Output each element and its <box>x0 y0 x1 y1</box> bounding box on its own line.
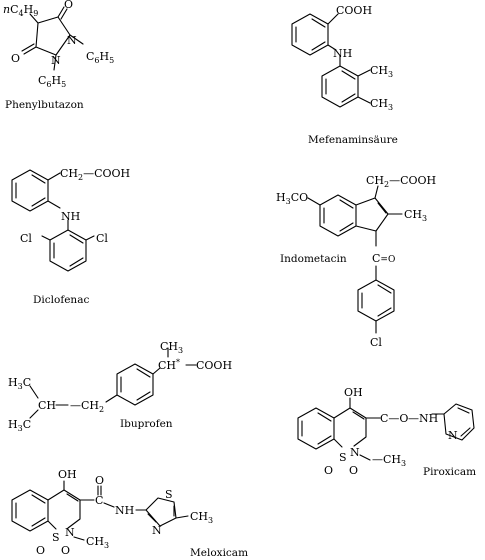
diclofenac-nh-label: NH <box>61 210 80 223</box>
mefenamin-ch3b-label: CH3 <box>370 97 393 112</box>
piroxicam-pyridine <box>443 403 475 441</box>
ibuprofen-cooh-label: COOH <box>196 359 232 372</box>
piroxicam-npy-label: N <box>448 429 458 442</box>
ibuprofen-ring <box>116 363 154 406</box>
phenylbutazon-co-top-bond <box>57 6 65 18</box>
indometacin-co-label: C=O <box>372 252 395 265</box>
indometacin-chain-label: CH2—COOH <box>366 174 436 189</box>
meloxicam-ch3a-label: CH3 <box>190 510 213 525</box>
piroxicam-nh-label: —NH <box>408 412 438 425</box>
meloxicam-structure: OH C O NH S N CH3 N S O O CH3 Meloxicam <box>11 468 248 559</box>
ibuprofen-ch3-label: CH3 <box>160 340 183 355</box>
phenylbutazon-structure: nC4H9 O O N N C6H5 C6H5 Phenylbutazon <box>3 0 114 111</box>
piroxicam-thiazine <box>333 407 367 447</box>
meloxicam-thiazole <box>145 497 177 527</box>
indometacin-ch3-label: CH3 <box>404 208 427 223</box>
meloxicam-o-right-label: O <box>61 544 70 557</box>
indometacin-benzene <box>319 194 357 237</box>
piroxicam-oh-label: OH <box>344 386 363 399</box>
meloxicam-o-label: O <box>95 474 104 487</box>
ibuprofen-h3c-top-label: H3C <box>8 376 31 391</box>
ibuprofen-h3c-bottom-label: H3C <box>8 418 31 433</box>
phenylbutazon-phenyl-top-label: C6H5 <box>86 50 114 65</box>
indometacin-structure: H3CO CH2—COOH CH3 C=O Cl Indometacin <box>276 174 436 349</box>
ibuprofen-ch2-label: —CH2 <box>70 399 104 414</box>
phenylbutazon-ring <box>35 16 71 56</box>
piroxicam-structure: OH C—O —NH N N S O O —CH3 Piroxicam <box>297 386 476 478</box>
meloxicam-n-label: N <box>65 526 75 539</box>
phenylbutazon-o2-label: O <box>11 52 20 65</box>
phenylbutazon-co-left-bond <box>23 46 37 55</box>
phenylbutazon-n1-label: N <box>67 34 77 47</box>
diclofenac-cl-right-label: Cl <box>96 232 108 245</box>
diclofenac-name: Diclofenac <box>33 294 89 306</box>
phenylbutazon-phenyl-bottom-label: C6H5 <box>38 74 66 89</box>
meloxicam-thiazine <box>47 489 81 529</box>
meloxicam-benzene <box>11 489 49 532</box>
indometacin-cl-label: Cl <box>370 336 382 349</box>
mefenamin-ring-upper <box>291 13 329 56</box>
phenylbutazon-nbutyl-label: nC4H9 <box>3 3 38 18</box>
mefenamin-nh-label: NH <box>333 47 352 60</box>
meloxicam-oh-label: OH <box>58 468 77 481</box>
mefenamin-structure: COOH NH CH3 CH3 Mefenaminsäure <box>291 4 398 146</box>
phenylbutazon-o1-label: O <box>64 0 73 11</box>
meloxicam-ch3b-label: CH3 <box>86 535 109 550</box>
mefenamin-cooh-label: COOH <box>336 4 372 17</box>
indometacin-name: Indometacin <box>280 253 347 265</box>
meloxicam-c-label: C <box>95 494 103 507</box>
meloxicam-name: Meloxicam <box>190 547 248 559</box>
diclofenac-ring-lower <box>49 229 87 272</box>
phenylbutazon-name: Phenylbutazon <box>5 99 84 111</box>
meloxicam-s-label: S <box>52 531 60 544</box>
diclofenac-ring-upper <box>11 169 49 212</box>
piroxicam-o-right-label: O <box>349 464 358 477</box>
mefenamin-ring-lower <box>321 65 359 108</box>
diclofenac-structure: CH2—COOH NH Cl Cl Diclofenac <box>11 167 130 306</box>
indometacin-chlorophenyl <box>357 279 395 322</box>
ibuprofen-chstar-label: CH* <box>158 358 180 372</box>
mefenamin-ch3a-label: CH3 <box>370 64 393 79</box>
phenylbutazon-n2-label: N <box>51 54 61 67</box>
ibuprofen-ch-label: CH <box>38 399 56 412</box>
indometacin-methoxy-label: H3CO <box>276 191 308 206</box>
piroxicam-ch3-label: —CH3 <box>372 453 406 468</box>
piroxicam-co-label: C—O <box>380 412 408 425</box>
meloxicam-o-left-label: O <box>36 544 45 557</box>
mefenamin-name: Mefenaminsäure <box>308 134 398 146</box>
ibuprofen-structure: CH3 CH* COOH H3C H3C CH —CH2 Ibuprofen <box>8 340 232 433</box>
meloxicam-nh-label: NH <box>115 504 134 517</box>
piroxicam-name: Piroxicam <box>423 466 476 478</box>
piroxicam-o-left-label: O <box>324 464 333 477</box>
meloxicam-n-thiazole-label: N <box>152 524 162 537</box>
piroxicam-benzene <box>297 407 335 450</box>
diclofenac-chain-label: CH2—COOH <box>60 167 130 182</box>
piroxicam-s-label: S <box>339 451 347 464</box>
piroxicam-n-label: N <box>350 446 360 459</box>
diclofenac-cl-left-label: Cl <box>20 232 32 245</box>
meloxicam-s-thiazole-label: S <box>165 488 173 501</box>
indometacin-pyrrole <box>355 197 389 232</box>
ibuprofen-name: Ibuprofen <box>120 418 173 430</box>
